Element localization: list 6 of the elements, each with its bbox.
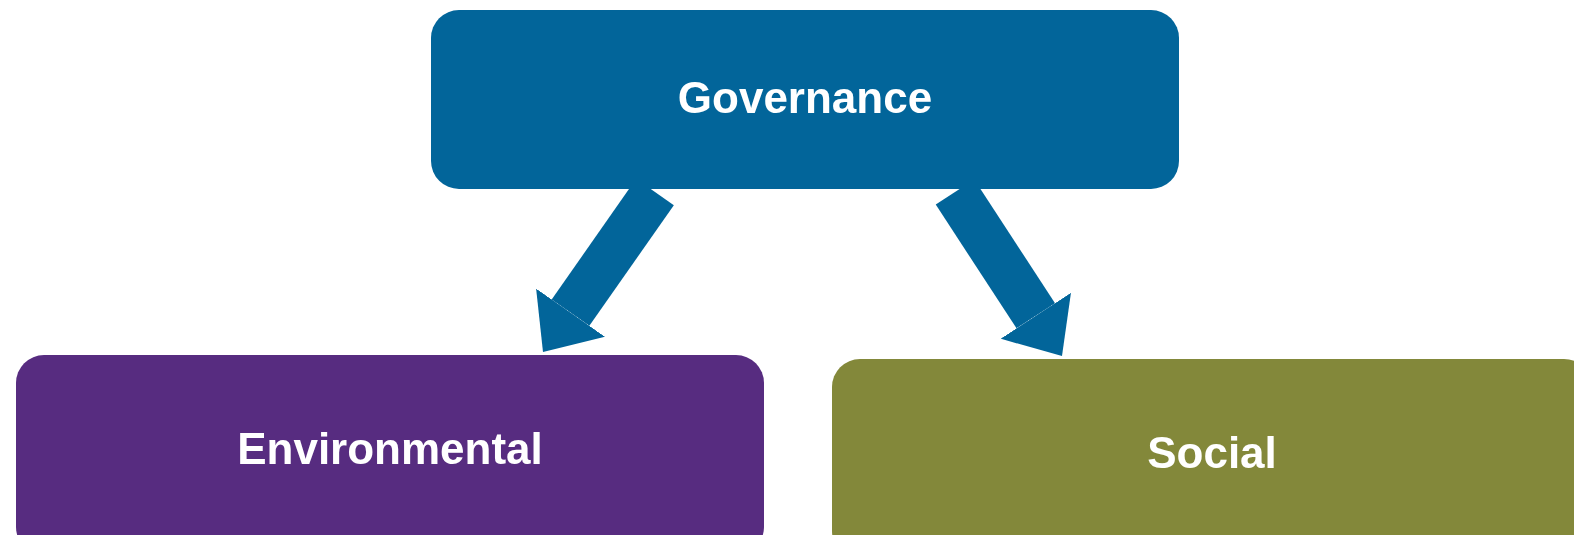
category-box <box>431 10 1179 189</box>
category-box <box>16 355 764 535</box>
box-label: Social <box>1147 431 1277 475</box>
box-label: Governance <box>677 76 933 120</box>
box-label: Environmental <box>237 427 543 471</box>
category-box <box>832 359 1574 535</box>
